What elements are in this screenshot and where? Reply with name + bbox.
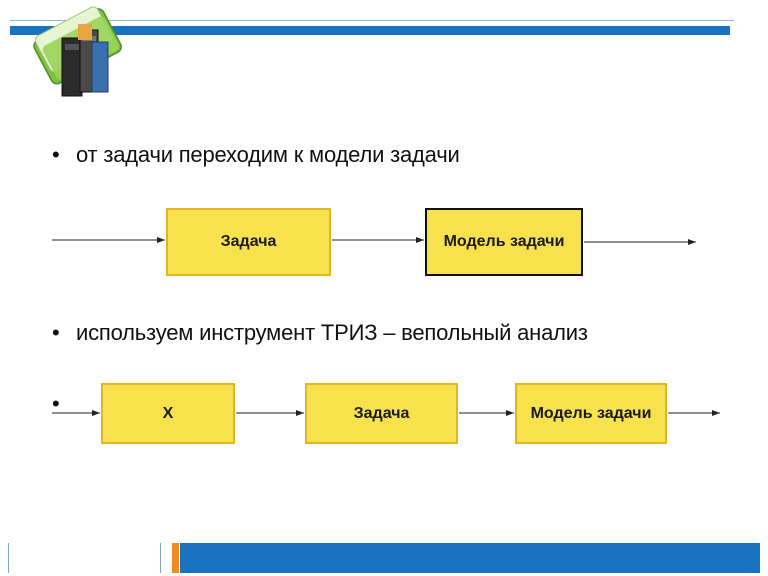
bullet-dot: • [52,142,60,167]
header-rule-thin [10,20,734,21]
header-rule-bar [10,26,730,35]
bullet-text-2: используем инструмент ТРИЗ – вепольный а… [76,320,588,345]
books-logo-icon [33,6,122,97]
diagram2-box-x: Х [101,383,235,444]
bullet-dot-empty: • [52,391,60,416]
diagram2-box-task: Задача [305,383,458,444]
footer-bar [180,543,760,573]
diagram1-box-task: Задача [166,208,331,276]
bullet-text-1: от задачи переходим к модели задачи [76,142,460,167]
diagram2-box-model: Модель задачи [515,383,667,444]
footer-rule-mid [160,543,161,573]
bullet-dot: • [52,320,60,345]
footer-rule-left [8,543,9,573]
diagram1-box-model: Модель задачи [425,208,583,276]
footer-accent-orange [172,543,179,573]
